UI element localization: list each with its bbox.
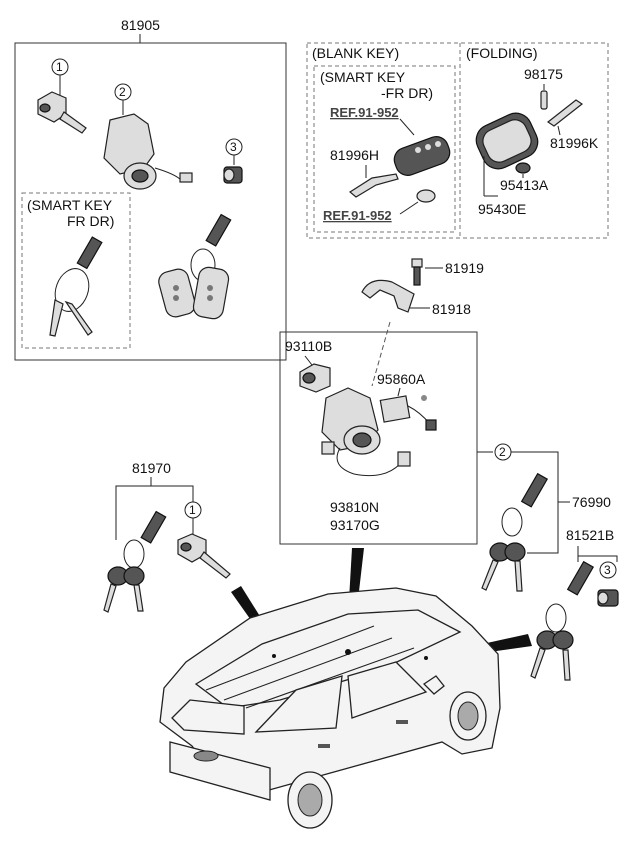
label-81521B: 81521B <box>566 527 614 543</box>
label-81996H: 81996H <box>330 147 379 163</box>
ref-bottom: REF.91-952 <box>323 208 392 223</box>
blank-key-box <box>306 42 609 239</box>
callout-3-bottom: 3 <box>604 563 611 577</box>
callout-1-mid: 1 <box>189 503 196 517</box>
label-95860A: 95860A <box>377 371 426 387</box>
folding-caption: (FOLDING) <box>466 45 538 61</box>
group-81521B: 81521B 3 <box>530 527 619 681</box>
label-81996K: 81996K <box>550 135 599 151</box>
smart-key-box-right <box>313 65 456 233</box>
door-lock-81521B-part <box>597 589 619 607</box>
vehicle-illustration <box>159 548 532 829</box>
label-95413A: 95413A <box>500 177 549 193</box>
label-93170G: 93170G <box>330 517 380 533</box>
folding-key-fob-part <box>475 112 539 170</box>
label-93110B: 93110B <box>285 338 332 354</box>
callout-2-mid: 2 <box>499 445 506 459</box>
emergency-key-blade-part <box>348 173 399 198</box>
ignition-switch-part <box>103 113 193 190</box>
callout-2-top: 2 <box>119 85 126 99</box>
battery-part <box>416 189 436 203</box>
key-cylinder-93110B-part <box>299 363 331 393</box>
group-76990: 76990 <box>481 472 611 592</box>
key-cylinder-81970-part <box>177 533 231 579</box>
smart-key-fob-part <box>393 136 451 176</box>
key-set-81521B-part <box>530 560 595 681</box>
label-81905: 81905 <box>121 17 160 33</box>
key-cylinder-part <box>37 91 87 134</box>
group-81905: 81905 1 2 3 <box>14 17 287 361</box>
folding-key-set-part <box>158 213 232 320</box>
blank-key-caption: (BLANK KEY) <box>312 45 399 61</box>
group-steering-lock: 81919 81918 93110B 95860A <box>279 258 559 554</box>
box-steering-lock <box>279 331 478 545</box>
label-81970: 81970 <box>132 460 171 476</box>
group-81970: 81970 1 <box>103 460 231 613</box>
pin-98175-part <box>540 90 548 110</box>
smart-key-box-left <box>21 192 131 349</box>
label-93810N: 93810N <box>330 499 379 515</box>
bracket-81918-part <box>361 279 415 313</box>
ignition-switch-assy-part <box>321 387 411 477</box>
smart-key-caption-2: -FR DR) <box>381 85 433 101</box>
group-blank-key: (BLANK KEY) (FOLDING) (SMART KEY -FR DR)… <box>306 42 609 239</box>
battery-95413A-part <box>515 162 531 174</box>
door-lock-cylinder-part <box>223 166 243 184</box>
label-98175: 98175 <box>524 66 563 82</box>
smart-key-left-caption-2: FR DR) <box>67 213 114 229</box>
label-76990: 76990 <box>572 494 611 510</box>
callout-1-top: 1 <box>56 60 63 74</box>
label-81919: 81919 <box>445 260 484 276</box>
immobilizer-95860A-part <box>379 395 437 431</box>
label-95430E: 95430E <box>478 201 526 217</box>
folding-blade-part <box>546 99 584 127</box>
smart-key-caption-1: (SMART KEY <box>320 69 406 85</box>
key-set-81970-part <box>103 510 167 613</box>
box-81905 <box>14 42 287 361</box>
key-set-76990-part <box>481 472 549 592</box>
callout-3-top: 3 <box>230 140 237 154</box>
smart-key-left-caption-1: (SMART KEY <box>27 197 113 213</box>
label-81918: 81918 <box>432 301 471 317</box>
smart-key-emergency-part <box>49 236 103 337</box>
ref-top: REF.91-952 <box>330 105 399 120</box>
bolt-81919-part <box>411 258 423 286</box>
